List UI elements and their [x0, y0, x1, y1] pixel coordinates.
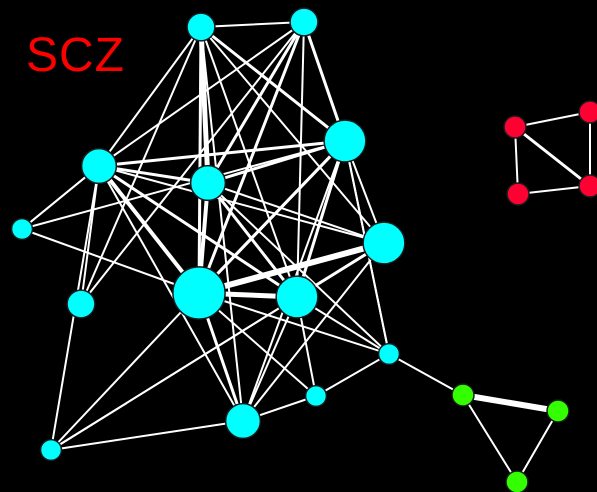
- edge-c3-c5: [97, 139, 347, 168]
- edge-c1-c7: [200, 26, 385, 244]
- edge-c1-c3: [98, 26, 202, 167]
- node-g3: [505, 470, 529, 492]
- edge-c3-c7: [98, 165, 385, 244]
- node-c2: [289, 7, 319, 37]
- edge-r3-r4: [517, 185, 591, 195]
- edge-c5-c10: [295, 139, 347, 299]
- node-r3: [506, 182, 530, 206]
- figure-label: SCZ: [26, 29, 125, 82]
- edge-c7-c14: [50, 242, 385, 451]
- edge-layer: [21, 20, 592, 483]
- edge-c11-g1: [388, 353, 464, 396]
- edge-c1-c13: [200, 26, 244, 422]
- node-r4: [578, 174, 597, 198]
- node-c9: [172, 266, 226, 320]
- node-c13: [224, 402, 262, 440]
- edge-c7-c9: [196, 240, 387, 296]
- node-c1: [186, 12, 216, 42]
- node-r1: [503, 115, 527, 139]
- node-c5: [323, 119, 367, 163]
- node-c4: [189, 164, 227, 202]
- node-c7: [362, 221, 406, 265]
- node-g2: [546, 399, 570, 423]
- node-r2: [578, 100, 597, 124]
- edge-g1-g3: [462, 394, 518, 483]
- node-c8: [66, 289, 96, 319]
- edge-c11-c12: [315, 353, 390, 397]
- edge-c1-c2: [200, 21, 305, 28]
- node-g1: [451, 383, 475, 407]
- edge-c2-c3: [98, 21, 305, 167]
- edge-c5-c6: [21, 140, 346, 230]
- edge-g2-g3: [516, 410, 559, 483]
- edge-c4-c10: [206, 181, 299, 299]
- node-c3: [80, 147, 118, 185]
- edge-c3-c9: [97, 164, 201, 295]
- edge-c13-c14: [50, 420, 244, 451]
- edge-c2-c9: [197, 20, 306, 295]
- edge-c4-c7: [207, 182, 385, 244]
- node-c10: [275, 275, 319, 319]
- edge-c9-c14: [50, 292, 200, 451]
- edge-c7-c13: [242, 242, 385, 422]
- edge-g1-g2: [460, 392, 561, 414]
- edge-c8-c2: [80, 21, 305, 305]
- edge-r1-r4: [513, 125, 592, 188]
- edge-c3-c4: [97, 164, 210, 185]
- edge-c1-c5: [199, 25, 347, 143]
- node-c11: [377, 342, 401, 366]
- node-c6: [10, 217, 34, 241]
- node-c12: [304, 384, 328, 408]
- edge-r1-r2: [514, 111, 591, 128]
- edge-c6-c9: [21, 228, 200, 294]
- edge-c9-c11: [198, 292, 390, 355]
- edge-c8-c3: [80, 165, 100, 305]
- edge-c9-c5: [197, 139, 347, 295]
- node-c14: [39, 438, 63, 462]
- edge-c2-c4: [206, 20, 306, 185]
- edge-c1-c9: [197, 25, 203, 295]
- edge-c2-c10: [296, 21, 305, 298]
- edge-c8-c1: [80, 26, 202, 305]
- edge-c10-c13: [242, 296, 298, 422]
- node-layer: [10, 7, 597, 492]
